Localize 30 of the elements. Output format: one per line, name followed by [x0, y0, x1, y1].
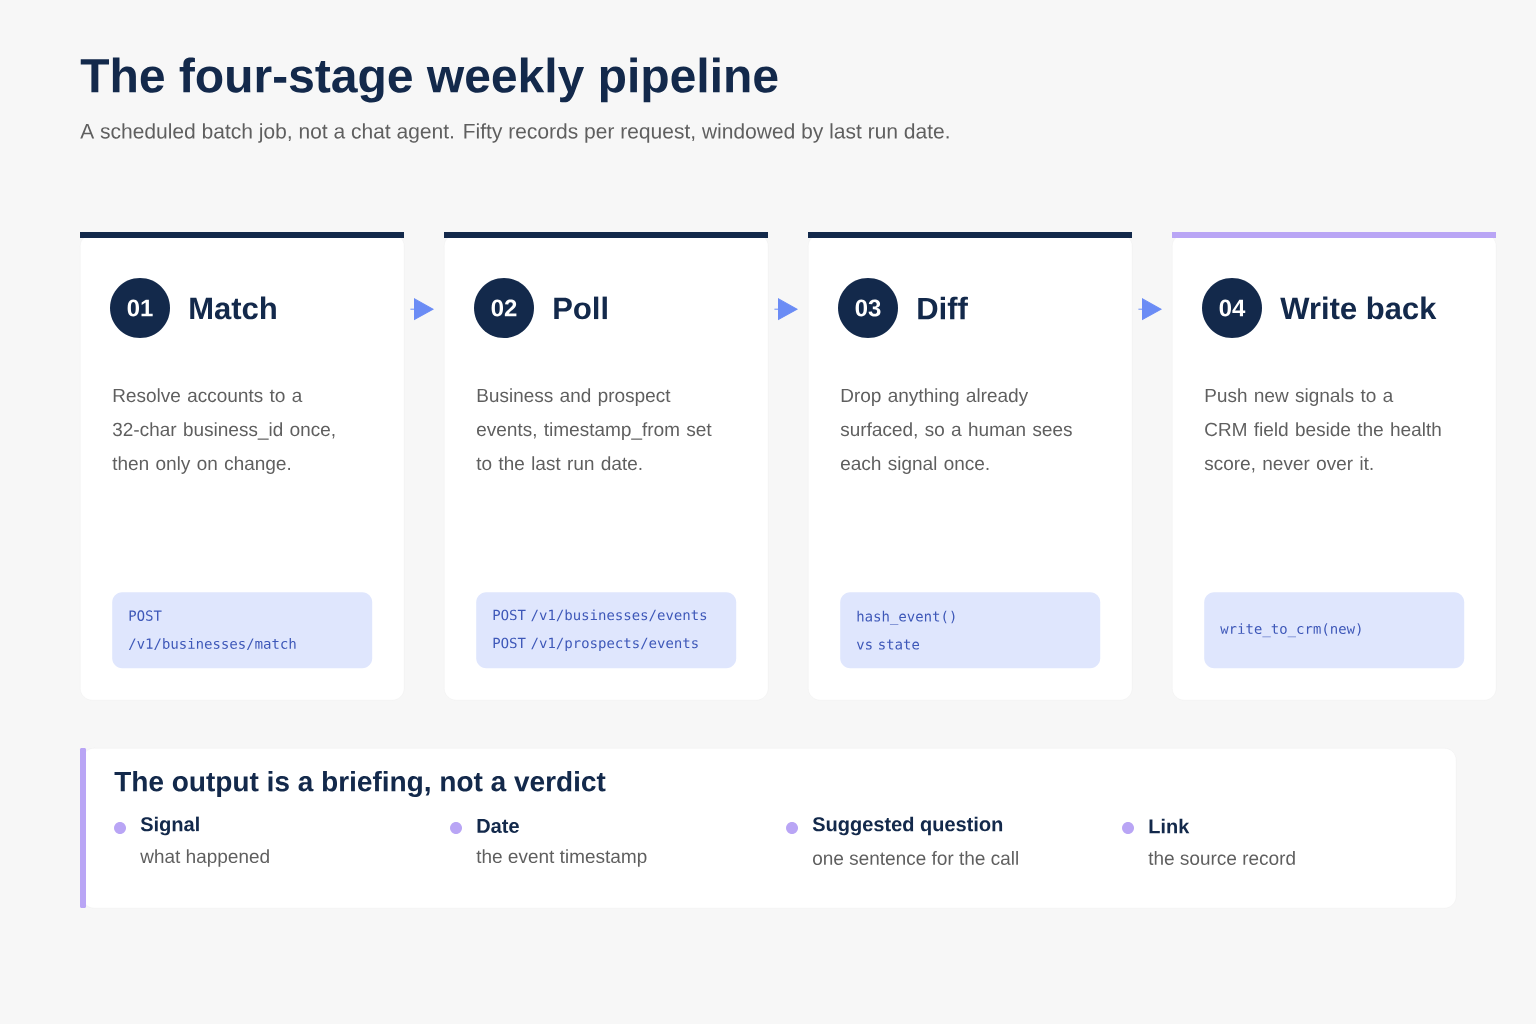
stage-description: Push new signals to a CRM field beside the health score, never over it.	[1204, 388, 1441, 473]
item-description: what happened	[140, 849, 269, 867]
arrow	[409, 298, 434, 320]
number-badge: 03	[838, 278, 898, 338]
item-description: the event timestamp	[476, 849, 647, 867]
stage-description: Business and prospect events, timestamp_from set to the last run date.	[476, 388, 712, 471]
panel-heading: The output is a briefing, not a verdict	[114, 770, 606, 798]
item-description: the source record	[1148, 851, 1295, 865]
number-badge: 02	[474, 278, 534, 338]
arrow	[1137, 298, 1162, 320]
item-heading: Link	[1149, 818, 1190, 834]
stage-description: Drop anything already surfaced, so a human sees each signal once.	[840, 388, 1072, 474]
code-snippet: hash_event() vs state	[840, 592, 1101, 669]
stage-description: Resolve accounts to a 32-char business_id once, then only on change.	[112, 388, 335, 474]
arrow	[773, 298, 798, 320]
subtitle: A scheduled batch job, not a chat agent. Fifty records per request, windowed by last run date.	[80, 123, 949, 143]
item-heading: Date	[477, 819, 519, 833]
number-badge: 04	[1202, 278, 1262, 338]
stage-heading: Match	[190, 296, 276, 320]
code-snippet: write_to_crm(new)	[1204, 592, 1465, 669]
code-snippet: POST /v1/businesses/events POST /v1/prospects/events	[476, 592, 737, 669]
stage-heading: Diff	[918, 296, 968, 320]
title: The four-stage weekly pipeline	[80, 57, 778, 103]
stage-heading: Write back	[1280, 296, 1437, 320]
number-badge: 01	[110, 278, 170, 338]
item-description: one sentence for the call	[813, 851, 1018, 865]
code-snippet: POST /v1/businesses/match	[112, 592, 373, 669]
stage-heading: Poll	[554, 296, 607, 320]
item-heading: Signal	[140, 816, 199, 836]
item-heading: Suggested question	[812, 816, 1003, 836]
